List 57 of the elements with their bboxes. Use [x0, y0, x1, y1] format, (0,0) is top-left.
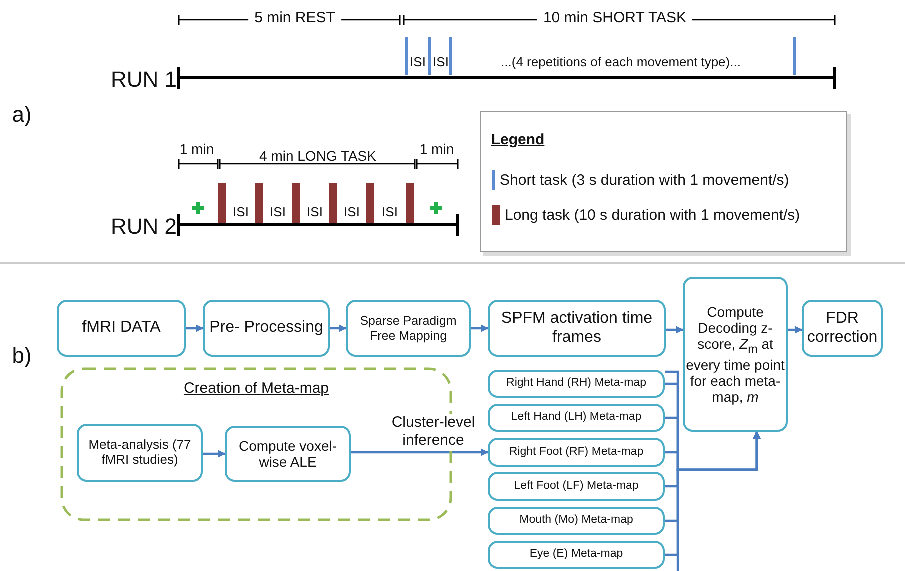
arrow	[330, 324, 347, 332]
box-label: Meta-analysis (77 fMRI studies)	[88, 438, 192, 468]
dimension-label: 4 min LONG TASK	[260, 149, 376, 163]
box-label: Compute voxel-wise ALE	[238, 438, 338, 470]
process-box	[77, 424, 203, 482]
box-label: SPFM activation time frames	[500, 310, 654, 347]
meta-map-box	[488, 541, 665, 569]
box-label: Pre- Processing	[210, 319, 324, 338]
box-label: Right Hand (RH) Meta-map	[506, 377, 646, 391]
arrow	[666, 326, 684, 334]
interval-label: ISI	[233, 206, 249, 218]
meta-map-box	[488, 472, 665, 501]
interval-label: ISI	[307, 206, 323, 218]
box-label: Compute Decoding z-score, Z$_{m}$ at every time point for each meta-map, m	[685, 304, 786, 405]
arrow	[186, 324, 204, 332]
process-box	[802, 300, 883, 357]
process-box	[683, 277, 788, 432]
interval-label: ISI	[344, 206, 360, 218]
box-label: Sparse Paradigm Free Mapping	[359, 314, 458, 343]
box-label: Left Hand (LH) Meta-map	[511, 411, 642, 425]
legend-title: Legend	[491, 132, 545, 148]
box-label: Left Foot (LF) Meta-map	[514, 480, 639, 494]
box-label: Mouth (Mo) Meta-map	[520, 514, 634, 528]
panel-label: a)	[12, 104, 32, 126]
run-label: RUN 1	[111, 69, 177, 91]
interval-label: ISI	[382, 206, 398, 218]
process-box	[203, 300, 330, 357]
box-label: Right Foot (RF) Meta-map	[509, 446, 644, 460]
arrow	[351, 448, 489, 456]
dimension-label: 1 min	[180, 142, 214, 156]
dimension-label: 10 min SHORT TASK	[537, 10, 693, 26]
arrow	[788, 326, 803, 334]
meta-map-box	[488, 404, 665, 432]
interval-label: ISI	[270, 206, 286, 218]
interval-label: ISI	[433, 56, 449, 68]
meta-map-box	[488, 507, 665, 535]
arrow	[471, 324, 489, 332]
note: ...(4 repetitions of each movement type)...	[501, 56, 741, 68]
arrow	[665, 431, 761, 556]
meta-map-box	[488, 438, 665, 467]
box-label: Eye (E) Meta-map	[530, 548, 624, 562]
run-label: RUN 2	[111, 216, 177, 238]
dimension-label: 1 min	[420, 142, 454, 156]
box-label: FDR correction	[806, 310, 879, 347]
arrow	[203, 450, 226, 458]
process-box	[57, 300, 186, 357]
box-label: fMRI DATA	[82, 319, 161, 338]
meta-map-box	[488, 370, 665, 398]
process-box	[346, 300, 471, 357]
panel-label: b)	[12, 345, 32, 367]
dimension-label: 5 min REST	[248, 10, 342, 26]
process-box	[225, 426, 351, 482]
group-heading: Creation of Meta-map	[184, 380, 330, 398]
legend-text: Long task (10 s duration with 1 movement/s)	[505, 206, 800, 224]
legend-text: Short task (3 s duration with 1 movement/s)	[500, 172, 790, 188]
interval-label: ISI	[410, 56, 426, 68]
process-box	[488, 300, 666, 357]
